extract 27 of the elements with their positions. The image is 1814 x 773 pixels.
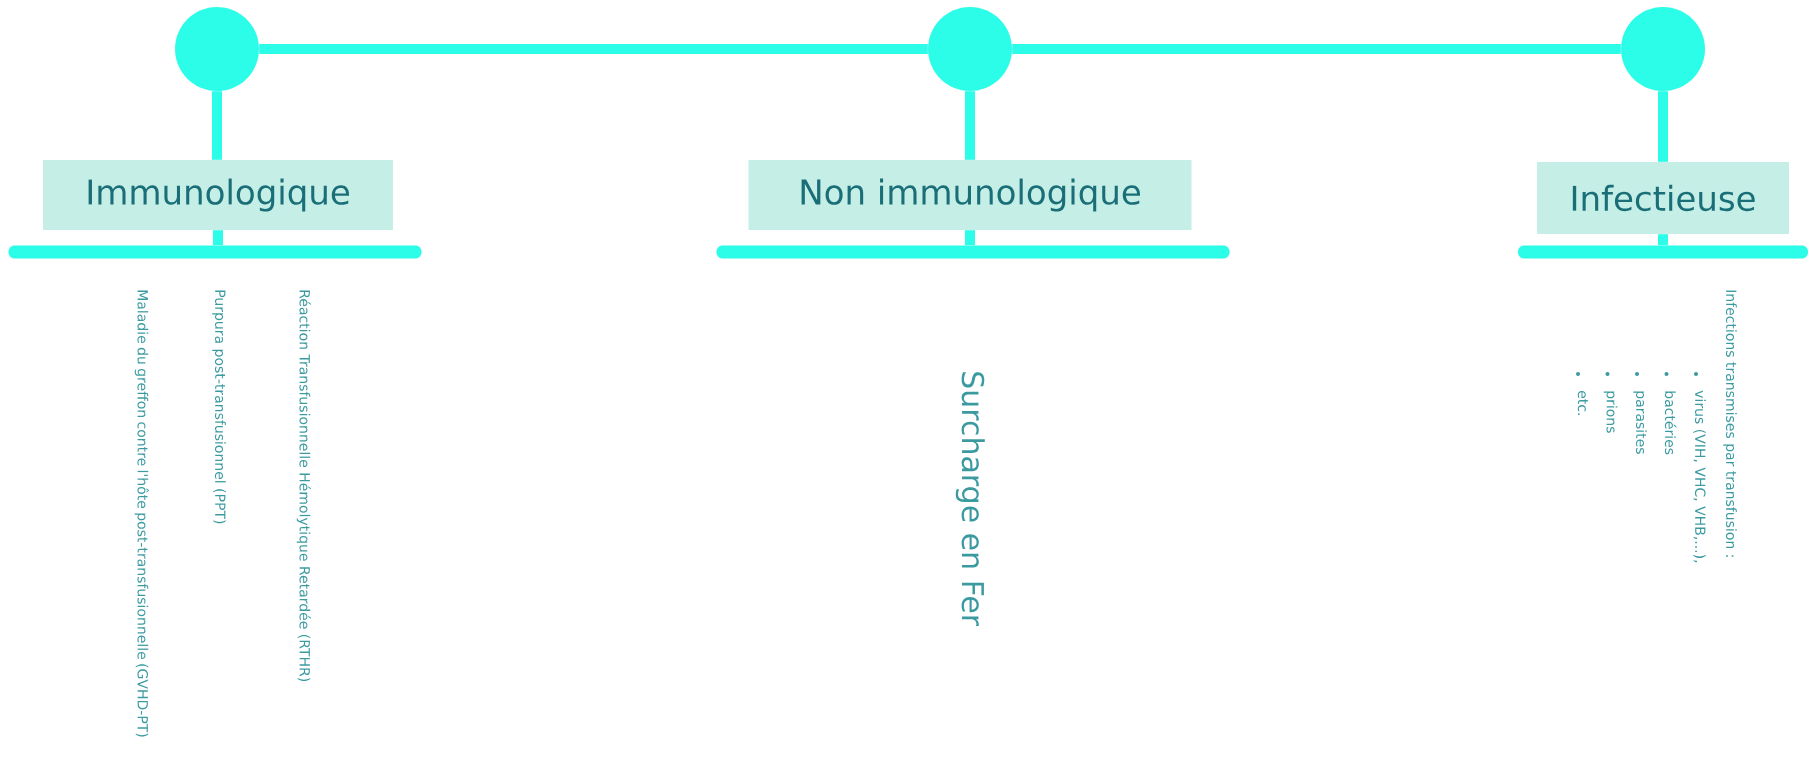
rotated-text: Maladie du greffon contre l'hôte post-transfusionnelle (GVHD-PT)	[134, 290, 149, 737]
connector-line	[213, 230, 223, 246]
connector-line	[1012, 44, 1621, 54]
connector-line	[1658, 91, 1668, 162]
timeline-dot	[175, 7, 259, 91]
category-box: Infectieuse	[1537, 162, 1789, 234]
list-item: virus (VIH, VHC, VHB,...),	[1693, 390, 1706, 563]
timeline-dot	[1621, 7, 1705, 91]
rotated-text: Purpura post-transfusionnel (PPT)	[212, 290, 226, 524]
list-item: etc.	[1577, 390, 1588, 415]
list-item: prions	[1603, 391, 1618, 433]
baseline-bar	[1518, 245, 1808, 259]
rotated-text: Réaction Transfusionnelle Hémolytique Retardée (RTHR)	[296, 290, 311, 682]
connector-line	[212, 91, 222, 160]
connector-line	[1658, 234, 1668, 246]
connector-line	[965, 91, 975, 160]
rotated-text: Surcharge en Fer	[955, 372, 985, 627]
baseline-bar	[8, 245, 422, 259]
connector-line	[965, 230, 975, 246]
list-item: parasites	[1633, 391, 1647, 454]
list-item: bactéries	[1664, 391, 1677, 455]
baseline-bar	[716, 245, 1230, 259]
connector-line	[259, 44, 928, 54]
category-box: Immunologique	[43, 160, 393, 230]
category-box: Non immunologique	[748, 160, 1192, 230]
timeline-dot	[928, 7, 1012, 91]
rotated-text: Infections transmises par transfusion :	[1723, 290, 1737, 557]
